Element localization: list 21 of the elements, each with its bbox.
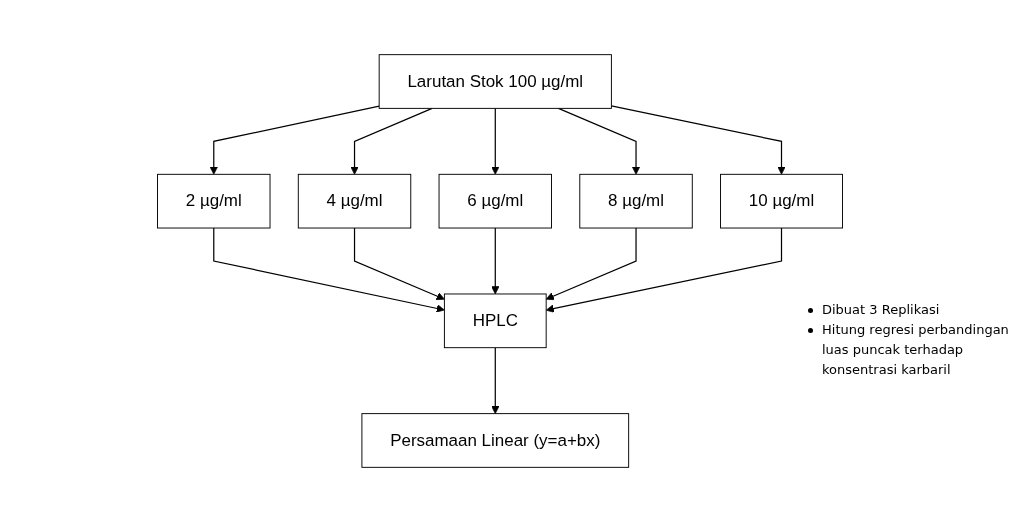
arrow xyxy=(491,107,500,175)
node-box: 6 µg/ml xyxy=(438,173,552,229)
arrow xyxy=(213,227,445,313)
arrow xyxy=(491,227,500,295)
note-text: Hitung regresi perbandingan luas puncak terhadap konsentrasi karbaril xyxy=(822,322,1009,377)
node-box: 4 µg/ml xyxy=(297,173,412,229)
node-box: HPLC xyxy=(443,293,547,349)
arrow xyxy=(545,227,783,313)
node-box: 2 µg/ml xyxy=(157,173,271,229)
note-text: Dibuat 3 Replikasi xyxy=(822,302,940,317)
arrow xyxy=(209,105,380,175)
node-box: 8 µg/ml xyxy=(579,173,693,229)
arrow xyxy=(491,347,500,414)
arrow xyxy=(353,227,445,301)
node-box: Larutan Stok 100 µg/ml xyxy=(378,54,612,109)
arrow xyxy=(545,227,637,301)
node-box: 10 µg/ml xyxy=(720,173,843,229)
arrow xyxy=(557,107,641,175)
arrow xyxy=(350,107,433,175)
arrow xyxy=(610,105,786,175)
node-box: Persamaan Linear (y=a+bx) xyxy=(361,413,630,468)
